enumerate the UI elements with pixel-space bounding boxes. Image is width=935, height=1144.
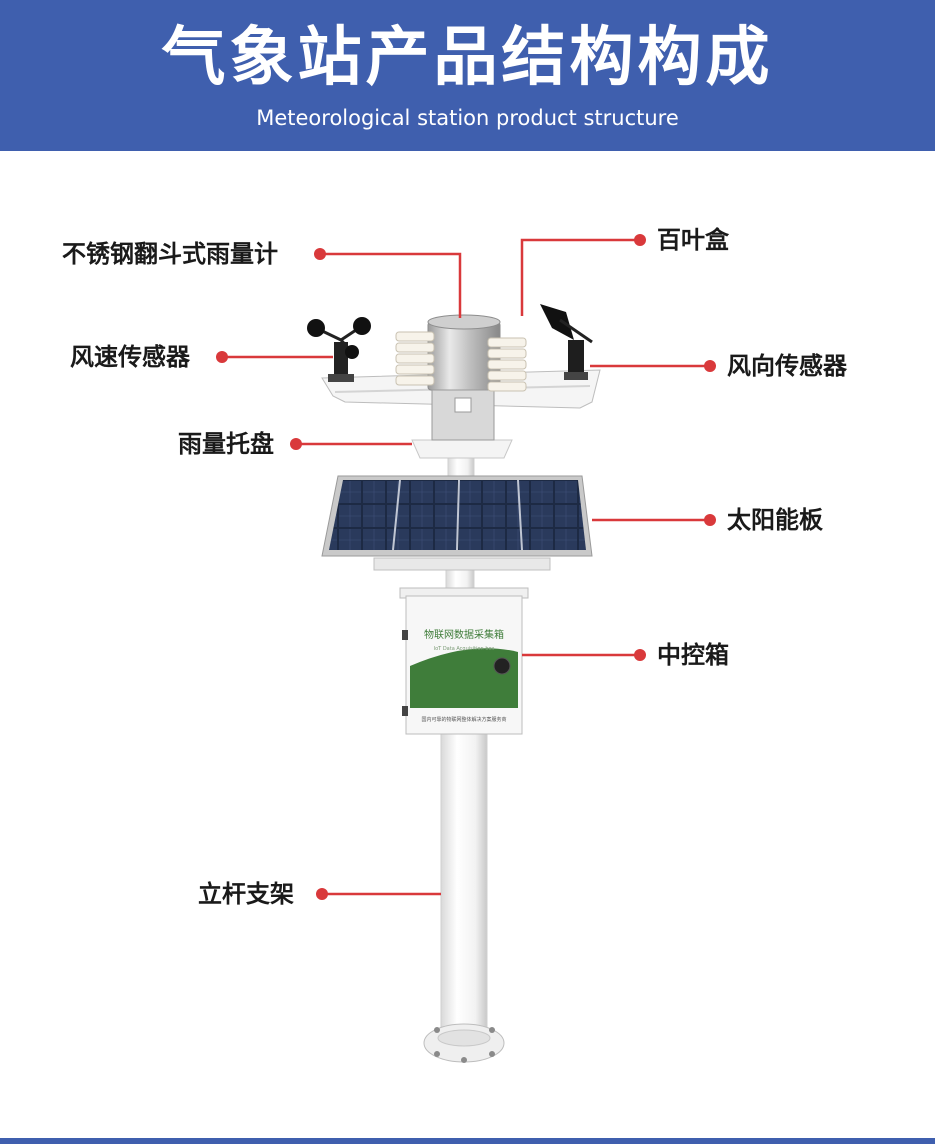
wind-direction-sensor-shape xyxy=(540,304,593,380)
label-rain-gauge: 不锈钢翻斗式雨量计 xyxy=(62,240,278,268)
enclosure-subtitle: IoT Data Acquisition box xyxy=(434,646,495,652)
header-banner: 气象站产品结构构成 Meteorological station product… xyxy=(0,0,935,151)
enclosure-footer: 国内可靠的物联网整体解决方案服务商 xyxy=(421,716,506,723)
label-solar-panel: 太阳能板 xyxy=(727,506,823,534)
enclosure-title: 物联网数据采集箱 xyxy=(424,628,504,641)
page-subtitle: Meteorological station product structure xyxy=(256,106,679,130)
label-rain-tray: 雨量托盘 xyxy=(178,430,274,458)
label-control-box: 中控箱 xyxy=(657,641,729,669)
louver-boxes xyxy=(395,331,527,392)
solar-panel-shape xyxy=(321,475,593,571)
footer-line xyxy=(0,1138,935,1144)
label-wind-direction: 风向传感器 xyxy=(727,352,847,380)
page-title: 气象站产品结构构成 xyxy=(161,21,774,95)
label-pole: 立杆支架 xyxy=(198,880,294,908)
wind-speed-sensor-shape xyxy=(307,317,371,382)
label-wind-speed: 风速传感器 xyxy=(70,343,190,371)
callout-dots xyxy=(216,234,716,900)
rain-gauge-shape xyxy=(427,314,501,441)
callout-lines xyxy=(222,238,710,896)
label-louver-box: 百叶盒 xyxy=(657,226,729,254)
rain-tray-shape xyxy=(411,439,513,459)
control-box-shape xyxy=(399,587,529,735)
